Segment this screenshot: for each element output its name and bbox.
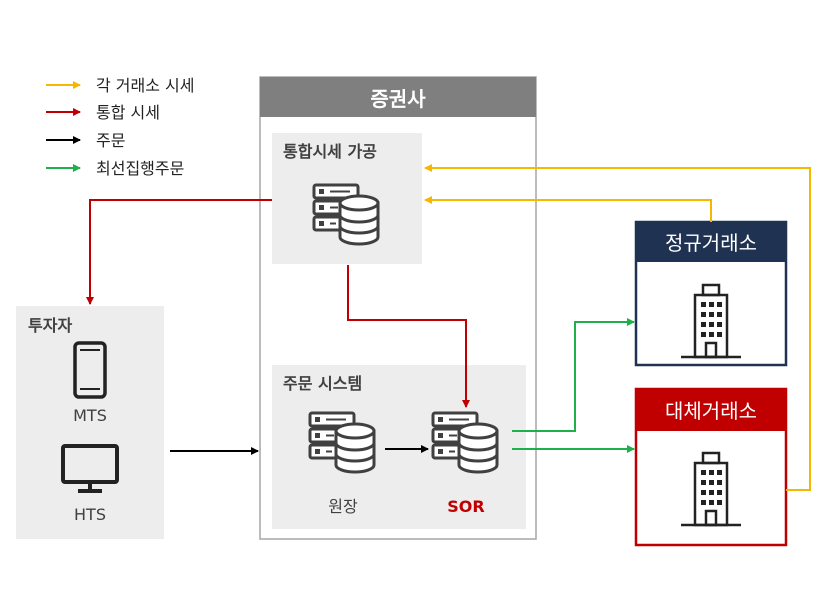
broker-header [260, 77, 536, 117]
smartphone-icon [73, 341, 107, 399]
broker-container: 증권사 통합시세 가공 주문 시스템 원장 SOR [259, 76, 537, 540]
legend-label: 각 거래소 시세 [96, 76, 195, 95]
ledger-label: 원장 [328, 497, 358, 516]
integrated-quote-to-sor-arrow [347, 265, 470, 408]
broker-title: 증권사 [370, 87, 426, 111]
alternative-quote-arrow [424, 164, 811, 491]
legend-label: 통합 시세 [96, 103, 160, 122]
order-system-label: 주문 시스템 [283, 374, 362, 393]
monitor-icon [61, 444, 119, 493]
regular-exchange-box: 정규거래소 [634, 220, 788, 367]
legend-item-best-execution: 최선집행주문 [46, 159, 184, 178]
order-system-panel: 주문 시스템 원장 SOR [272, 365, 526, 529]
regular-quote-arrow [424, 196, 712, 222]
flow-arrows [86, 164, 811, 491]
hts-label: HTS [74, 505, 106, 524]
investor-panel: 투자자 MTS HTS [16, 306, 164, 539]
alternative-exchange-box: 대체거래소 [634, 387, 788, 547]
integrated-quote-to-investor-arrow [86, 199, 272, 305]
regular-exchange-title: 정규거래소 [665, 231, 757, 255]
alternative-exchange-title: 대체거래소 [665, 399, 757, 423]
best-execution-regular-arrow [512, 318, 635, 432]
legend-item-integrated-quotes: 통합 시세 [46, 103, 160, 122]
legend-item-exchange-quotes: 각 거래소 시세 [46, 76, 195, 95]
aggregation-label: 통합시세 가공 [283, 142, 377, 161]
aggregation-panel: 통합시세 가공 [272, 133, 422, 264]
investor-title: 투자자 [28, 316, 72, 335]
legend-label: 최선집행주문 [96, 159, 184, 178]
legend-label: 주문 [96, 131, 125, 150]
legend: 각 거래소 시세 통합 시세 주문 최선집행주문 [46, 76, 195, 178]
legend-item-order: 주문 [46, 131, 125, 150]
mts-label: MTS [73, 406, 107, 425]
sor-label: SOR [447, 497, 484, 516]
